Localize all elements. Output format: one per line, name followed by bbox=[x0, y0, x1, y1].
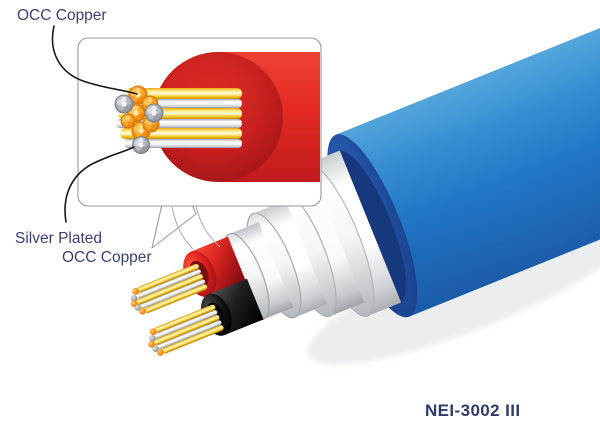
strand-silver bbox=[139, 279, 206, 309]
strand-gold bbox=[137, 263, 199, 293]
rosette-silver bbox=[114, 94, 134, 114]
callout-contents bbox=[114, 52, 320, 182]
strand-silver bbox=[136, 269, 201, 299]
red-conductor-strand-bundle bbox=[130, 263, 208, 315]
strand-gold bbox=[135, 274, 203, 305]
leader-occ-copper-line bbox=[51, 25, 138, 95]
rosette-gold bbox=[120, 113, 136, 129]
callout-guide-strokes bbox=[171, 205, 221, 250]
strand-gold bbox=[153, 314, 220, 346]
rosette-silver bbox=[144, 103, 164, 123]
strand-silver bbox=[153, 310, 218, 339]
callout-tail bbox=[151, 199, 197, 249]
rosette-silver bbox=[132, 136, 150, 154]
strand-bundle-end-rosette bbox=[130, 287, 146, 315]
leader-silver-plated-line bbox=[64, 146, 135, 223]
strand-silver bbox=[157, 320, 222, 350]
label-silver-plated-line2: OCC Copper bbox=[62, 249, 152, 267]
inset-strand-gold bbox=[126, 88, 242, 99]
label-silver-plated-line1: Silver Plated bbox=[15, 230, 103, 247]
leader-lines bbox=[51, 25, 138, 223]
strand-bundle-end-rosette bbox=[148, 328, 164, 356]
guide-stroke-left bbox=[171, 206, 194, 250]
callout-group bbox=[77, 37, 322, 249]
inset-strand-silver bbox=[124, 139, 242, 148]
product-model-label: NEI-3002 III bbox=[425, 401, 521, 420]
strand-gold bbox=[144, 284, 208, 314]
inset-rosette-cluster-silver bbox=[114, 94, 164, 154]
label-occ-copper: OCC Copper bbox=[17, 7, 107, 24]
main-cable-group bbox=[130, 3, 600, 365]
guide-stroke-right bbox=[195, 205, 221, 248]
strand-gold bbox=[161, 325, 224, 354]
outer-jacket-body-shade bbox=[335, 3, 600, 317]
strand-gold bbox=[154, 304, 216, 333]
rosette-gold bbox=[128, 85, 148, 105]
black-conductor-strand-bundle bbox=[148, 304, 224, 356]
